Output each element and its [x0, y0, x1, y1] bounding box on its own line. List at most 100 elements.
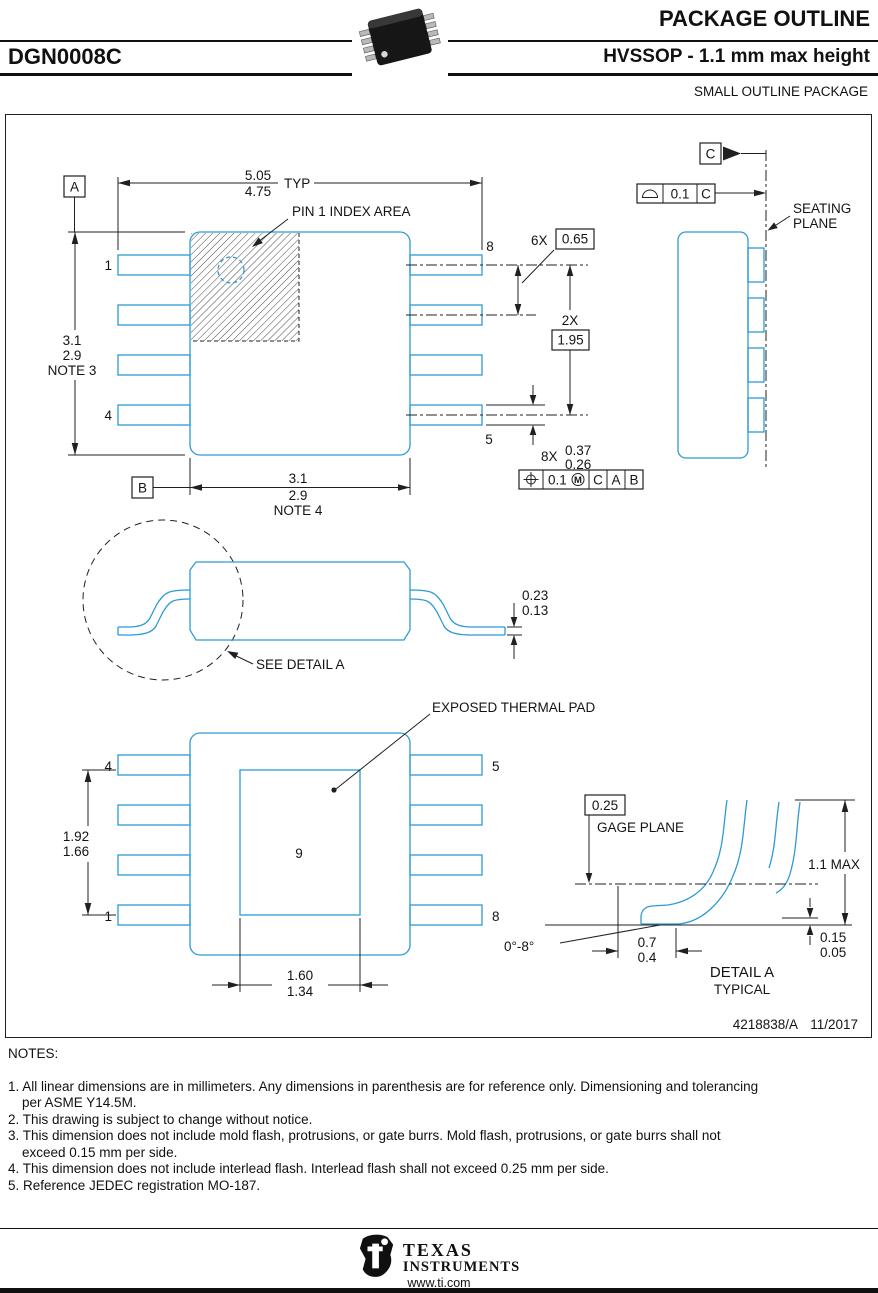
dim-width-typ: TYP: [284, 176, 310, 191]
note-3: 3. This dimension does not include mold …: [8, 1128, 870, 1161]
datum-a-label: A: [70, 180, 79, 195]
drawing-date: 11/2017: [810, 1017, 858, 1032]
note-4-line-1: 4. This dimension does not include inter…: [8, 1161, 609, 1176]
drawing-number: 4218838/A: [733, 1017, 798, 1032]
pin-4-label-bottom: 4: [104, 759, 112, 774]
mmc-symbol-icon: [571, 473, 585, 486]
dim-width-max: 5.05: [245, 168, 271, 183]
foot-length-max: 0.7: [638, 935, 657, 950]
note-1: 1. All linear dimensions are in millimet…: [8, 1079, 870, 1112]
seating-plane-label-1: SEATING: [793, 201, 851, 216]
title-block: 4218838/A 11/2017: [733, 1017, 858, 1032]
note-2-line-1: 2. This drawing is subject to change wit…: [8, 1111, 313, 1127]
pin-5-label: 5: [485, 432, 493, 447]
see-detail-a-label: SEE DETAIL A: [256, 657, 345, 672]
notes-section: NOTES: 1. All linear dimensions are in m…: [8, 1046, 870, 1194]
span-value: 1.95: [557, 333, 583, 348]
dim-body-width-min: 2.9: [289, 488, 308, 503]
seating-plane-label-2: PLANE: [793, 216, 837, 231]
profile-fcf-tolerance: 0.1: [671, 187, 690, 202]
lead-width-max: 0.37: [565, 443, 591, 458]
detail-a-subtitle: TYPICAL: [714, 982, 771, 997]
datum-c-triangle: [723, 146, 741, 161]
bottom-bar: [0, 1288, 878, 1293]
note-3-line-2: exceed 0.15 mm per side.: [22, 1144, 178, 1160]
thermal-pad-label: EXPOSED THERMAL PAD: [432, 700, 596, 715]
pin-5-label-bottom: 5: [492, 759, 500, 774]
pin-8-label: 8: [486, 239, 494, 254]
dim-body-width-max: 3.1: [289, 471, 308, 486]
foot-height-min: 0.05: [820, 945, 846, 960]
position-symbol-icon: [523, 472, 539, 487]
lead-outer-contour: [640, 799, 728, 924]
detail-a-circle: [82, 519, 244, 681]
span-qty: 2X: [562, 313, 579, 328]
drawing-border: [5, 114, 872, 1038]
package-body-bottom-view: [189, 732, 411, 956]
pin-1-label-bottom: 1: [104, 909, 112, 924]
fcf-tolerance: 0.1: [548, 473, 567, 488]
foot-height-max: 0.15: [820, 930, 846, 945]
footer-rule: [0, 1228, 878, 1229]
drawing-canvas: 5.05 4.75 TYP PIN 1 INDEX AREA A 3.1 2.9…: [5, 114, 872, 1038]
dim-body-height-note: NOTE 3: [48, 363, 97, 378]
pin-4-label: 4: [104, 408, 112, 423]
datum-b-label: B: [138, 481, 147, 496]
datum-c-label: C: [706, 147, 716, 162]
gage-offset: 0.25: [592, 798, 618, 813]
lead-angle: 0°-8°: [504, 939, 534, 954]
pad-height-max: 1.92: [63, 829, 89, 844]
lead-width-min: 0.26: [565, 457, 591, 472]
note-5: 5. Reference JEDEC registration MO-187.: [8, 1178, 870, 1195]
pin-8-label-bottom: 8: [492, 909, 500, 924]
ti-logo-text: TEXAS INSTRUMENTS: [403, 1233, 520, 1275]
package-body-profile: [189, 561, 411, 641]
profile-view: 0.23 0.13 SEE DETAIL A: [82, 519, 548, 681]
max-height: 1.1 MAX: [808, 857, 860, 872]
pad-width-min: 1.34: [287, 984, 314, 999]
note-3-line-1: 3. This dimension does not include mold …: [8, 1128, 721, 1143]
fcf-datum-2: A: [611, 473, 620, 488]
lead-qty: 8X: [541, 449, 558, 464]
pitch-qty: 6X: [531, 233, 548, 248]
package-subtitle: HVSSOP - 1.1 mm max height: [603, 46, 870, 67]
note-2: 2. This drawing is subject to change wit…: [8, 1112, 870, 1129]
lead-thickness-max: 0.23: [522, 588, 548, 603]
note-1-line-2: per ASME Y14.5M.: [22, 1095, 137, 1110]
pin-1-label: 1: [104, 258, 112, 273]
dim-width-min: 4.75: [245, 184, 271, 199]
dim-body-height-max: 3.1: [63, 333, 82, 348]
pad-height-min: 1.66: [63, 844, 89, 859]
note-5-line-1: 5. Reference JEDEC registration MO-187.: [8, 1177, 261, 1193]
fcf-modifier: M: [574, 475, 582, 486]
part-number: DGN0008C: [8, 44, 122, 69]
detail-a-view: 0.25 GAGE PLANE 0°-8° 0.7 0.4 1.1 MAX: [504, 794, 860, 997]
page-title: PACKAGE OUTLINE: [658, 6, 870, 31]
package-body-top-view: [189, 231, 411, 456]
fcf-datum-1: C: [593, 473, 603, 488]
pad-number: 9: [295, 846, 303, 861]
foot-length-min: 0.4: [638, 950, 657, 965]
bottom-view: 4 1 5 8 9 EXPOSED THERMAL PAD 1.92 1.66: [63, 700, 596, 999]
pad-width-max: 1.60: [287, 968, 313, 983]
dim-body-width-note: NOTE 4: [274, 503, 323, 518]
gage-plane-label: GAGE PLANE: [597, 820, 684, 835]
website-link[interactable]: www.ti.com: [407, 1276, 471, 1290]
dim-body-height-min: 2.9: [63, 348, 82, 363]
detail-a-title: DETAIL A: [710, 964, 774, 981]
notes-heading: NOTES:: [8, 1046, 59, 1061]
brand-line-2: INSTRUMENTS: [402, 1259, 521, 1275]
brand-line-1: TEXAS: [402, 1240, 473, 1260]
pin1-index-label: PIN 1 INDEX AREA: [292, 204, 411, 219]
fcf-datum-3: B: [629, 473, 638, 488]
lead-inner-contour: [641, 799, 748, 925]
position-fcf: 0.1 M C A B: [518, 469, 644, 490]
package-3d-icon: [352, 0, 448, 76]
top-view: 5.05 4.75 TYP PIN 1 INDEX AREA A 3.1 2.9…: [48, 168, 644, 518]
profile-of-surface-symbol-icon: [641, 189, 659, 198]
pin1-index-hatch: [191, 233, 299, 341]
note-1-line-1: 1. All linear dimensions are in millimet…: [8, 1078, 759, 1094]
side-view: C 0.1 C SEATING PLANE: [636, 142, 851, 470]
ti-logo: TEXAS INSTRUMENTS: [0, 1233, 878, 1279]
